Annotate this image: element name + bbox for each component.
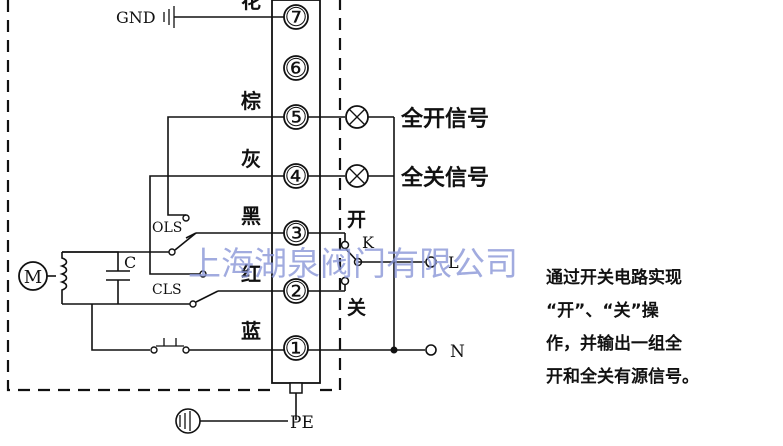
full-open-lamp-icon	[345, 105, 369, 129]
terminal-3-number: ③	[284, 219, 307, 249]
line-n-label: N	[450, 342, 465, 362]
description-line-1: 通过开关电路实现	[546, 268, 682, 288]
terminal-5-number: ⑤	[284, 103, 307, 133]
motor-label: M	[24, 267, 42, 288]
gnd-symbol-icon	[163, 6, 175, 28]
description-text: 通过开关电路实现 “开”、“关”操 作，并输出一组全 开和全关有源信号。	[546, 262, 776, 394]
motor-common-wire	[91, 304, 150, 351]
full-close-signal-label: 全关信号	[400, 165, 489, 191]
wire-color-label-3: 黑	[241, 204, 261, 228]
pe-label: PE	[290, 413, 314, 433]
terminal-2: ②	[283, 277, 309, 307]
switch-open-label: 开	[347, 209, 366, 231]
terminal-3: ③	[283, 219, 309, 249]
wire-color-label-5: 棕	[241, 89, 261, 113]
switch-close-terminal	[340, 276, 350, 286]
motor-winding-coil	[59, 252, 68, 304]
terminal-4: ④	[283, 162, 309, 192]
terminal-6: ⑥	[283, 54, 309, 84]
cls-blade	[195, 290, 219, 303]
motor-icon: M	[18, 261, 48, 291]
wire-color-label-1: 蓝	[241, 319, 261, 343]
terminal-1-number: ①	[284, 334, 307, 364]
terminal-6-number: ⑥	[284, 54, 307, 84]
capacitor-top-wire	[62, 251, 119, 271]
terminal-1: ①	[283, 334, 309, 364]
ols-label: OLS	[152, 220, 182, 236]
cls-pivot	[189, 300, 197, 308]
description-line-3: 作，并输出一组全	[546, 334, 682, 354]
wire-color-label-4: 灰	[241, 147, 261, 171]
cls-wire-to-4	[149, 175, 284, 275]
full-open-signal-label: 全开信号	[400, 106, 489, 132]
description-line-2: “开”、“关”操	[546, 301, 659, 321]
n-terminal	[425, 344, 437, 356]
description-line-4: 开和全关有源信号。	[546, 367, 699, 387]
switch-close-label: 关	[347, 296, 366, 319]
wire-color-label-2: 红	[241, 262, 261, 286]
gnd-label: GND	[116, 8, 156, 27]
switch-k-label: K	[362, 233, 375, 252]
watermark-text: 上海湖泉阀门有限公司	[188, 244, 518, 283]
pe-ground-symbol-icon	[175, 408, 201, 434]
terminal-5: ⑤	[283, 103, 309, 133]
wire-color-label-7: 花	[241, 0, 261, 13]
l-terminal	[425, 256, 437, 268]
ols-pivot	[168, 248, 176, 256]
full-close-lamp-icon	[345, 164, 369, 188]
thermal-protector-icon	[150, 338, 190, 354]
ols-wire-to-5	[167, 116, 284, 216]
terminal-7: ⑦	[283, 3, 309, 33]
terminal-7-number: ⑦	[284, 3, 307, 33]
terminal-2-number: ②	[284, 277, 307, 307]
line-l-label: L	[448, 253, 459, 272]
enclosure-dashed-border	[6, 0, 342, 392]
terminal-block-base	[289, 382, 303, 394]
ols-contact	[182, 214, 190, 222]
terminal-4-number: ④	[284, 162, 307, 192]
ols-blade	[174, 232, 197, 251]
cls-label: CLS	[152, 282, 182, 298]
capacitor-label: C	[124, 253, 136, 272]
